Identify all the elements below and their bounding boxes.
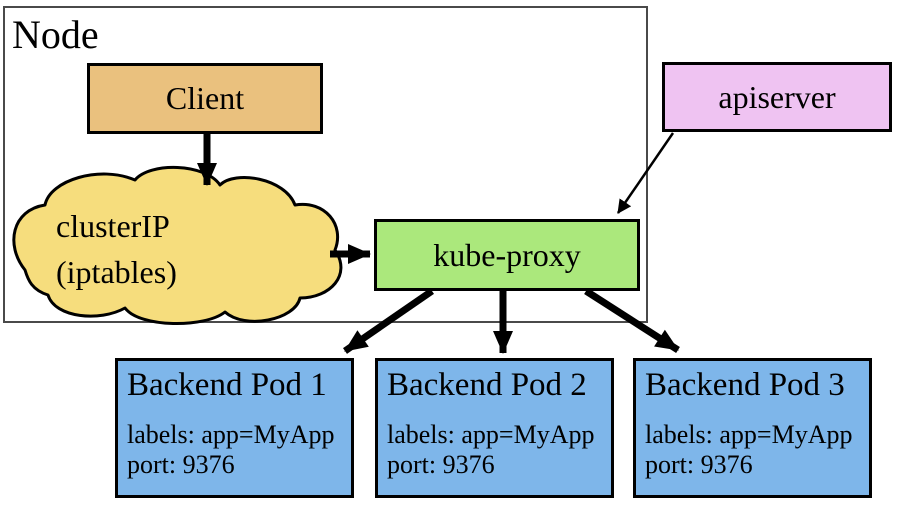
node-boundary-box <box>3 6 648 323</box>
pod-port-line: port: 9376 <box>127 450 235 479</box>
kube-proxy-box: kube-proxy <box>374 219 640 291</box>
arrow-apiserver-to-kubeproxy <box>616 132 675 214</box>
pod-port-line: port: 9376 <box>645 450 753 479</box>
client-label: Client <box>165 80 245 116</box>
pod-title: Backend Pod 2 <box>387 367 587 403</box>
backend-pod-2-box: Backend Pod 2 labels: app=MyApp port: 93… <box>375 358 614 498</box>
apiserver-label: apiserver <box>718 78 836 115</box>
cluster-ip-label-line2: (iptables) <box>56 254 177 290</box>
client-box: Client <box>87 63 323 134</box>
pod-port-line: port: 9376 <box>387 450 495 479</box>
arrow-kubeproxy-to-pod3 <box>584 288 680 353</box>
apiserver-box: apiserver <box>662 62 892 132</box>
cluster-ip-label-line1: clusterIP <box>56 208 170 244</box>
pod-labels-line: labels: app=MyApp <box>127 420 335 449</box>
pod-title: Backend Pod 1 <box>127 367 327 403</box>
cluster-ip-cloud-shape <box>12 165 343 326</box>
cluster-ip-label: clusterIP (iptables) <box>56 203 177 295</box>
arrow-kubeproxy-to-pod1 <box>343 288 434 354</box>
kube-proxy-label: kube-proxy <box>433 236 581 273</box>
pod-labels-line: labels: app=MyApp <box>387 420 595 449</box>
node-label: Node <box>12 12 99 57</box>
backend-pod-1-box: Backend Pod 1 labels: app=MyApp port: 93… <box>115 358 354 498</box>
backend-pod-3-box: Backend Pod 3 labels: app=MyApp port: 93… <box>633 358 872 498</box>
pod-labels-line: labels: app=MyApp <box>645 420 853 449</box>
pod-title: Backend Pod 3 <box>645 367 845 403</box>
